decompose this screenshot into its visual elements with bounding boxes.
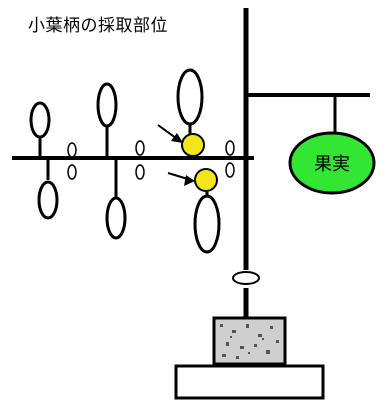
diagram-title: 小葉柄の採取部位 [28, 16, 168, 36]
pot-texture [220, 324, 279, 359]
base [174, 364, 325, 400]
small-leaflet-6 [225, 162, 235, 178]
stem-node [232, 271, 260, 285]
fruit [288, 131, 376, 195]
leaflet-3-lower [193, 194, 221, 254]
fruit-label: 果実 [314, 154, 350, 175]
small-leaflet-5 [225, 140, 235, 156]
sample-point-lower [194, 168, 218, 192]
small-leaflet-2 [67, 164, 77, 180]
small-leaflet-3 [135, 140, 145, 156]
arrow-lower [167, 172, 195, 186]
small-leaflet-1 [67, 142, 77, 158]
leaflet-1-upper [29, 101, 51, 139]
leaflet-2-lower [105, 196, 127, 240]
sample-point-upper [181, 133, 205, 157]
leaflet-1-lower [37, 180, 59, 220]
leaflet-2-upper [96, 82, 118, 128]
small-leaflet-4 [135, 164, 145, 180]
pot [212, 316, 287, 366]
leaflet-3-upper [176, 68, 204, 126]
arrow-upper [157, 124, 183, 143]
